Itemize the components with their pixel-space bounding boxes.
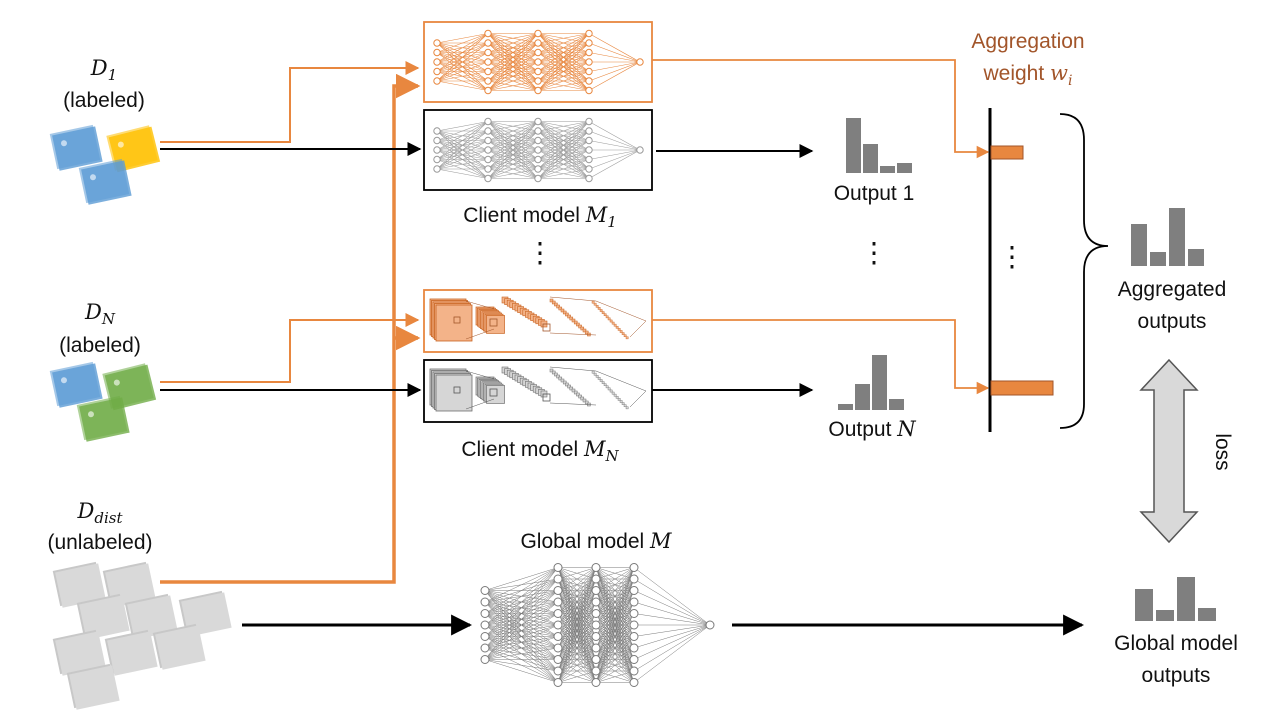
global-model-label: Global model M bbox=[520, 529, 672, 553]
aggregation-label-line1: Aggregation bbox=[971, 30, 1084, 53]
client1-mlp-icon bbox=[433, 117, 644, 183]
loss-label: loss bbox=[1211, 433, 1234, 470]
aggregation-brace bbox=[1059, 113, 1109, 429]
weight-paths bbox=[652, 59, 990, 395]
dataset-d1-images-icon bbox=[49, 124, 161, 205]
output1-label: Output 1 bbox=[834, 182, 915, 205]
dataset-ddist-images-icon bbox=[52, 561, 232, 710]
aggregated-histogram-icon bbox=[1131, 208, 1204, 266]
svg-text:Ddist: Ddist bbox=[77, 499, 124, 527]
client1-orange-mlp-icon bbox=[433, 29, 644, 95]
svg-text:DN: DN bbox=[84, 300, 116, 328]
client1-label: Client model M1 bbox=[463, 203, 617, 231]
dataset-ddist-label: Ddist (unlabeled) bbox=[47, 499, 152, 554]
outputn-label: Output N bbox=[828, 417, 916, 441]
global-outputs-label-line1: Global model bbox=[1114, 632, 1238, 655]
aggregation-label-line2: weight wi bbox=[982, 61, 1072, 89]
output1-histogram-icon bbox=[846, 118, 912, 173]
dataset-d1-label: D1 (labeled) bbox=[63, 56, 145, 112]
global-model-network-icon bbox=[480, 563, 715, 687]
outputn-histogram-icon bbox=[838, 355, 904, 410]
aggregated-label-line1: Aggregated bbox=[1118, 278, 1227, 301]
svg-text:(labeled): (labeled) bbox=[59, 334, 141, 357]
svg-text:D1: D1 bbox=[90, 56, 117, 84]
clientn-cnn-icon bbox=[429, 366, 647, 412]
clients-ellipsis: ⋮ bbox=[526, 237, 554, 268]
svg-text:(labeled): (labeled) bbox=[63, 89, 145, 112]
outputs-ellipsis: ⋮ bbox=[860, 237, 888, 268]
weights-ellipsis: ⋮ bbox=[998, 241, 1026, 272]
svg-text:(unlabeled): (unlabeled) bbox=[47, 531, 152, 554]
weight-bar-1 bbox=[990, 145, 1024, 160]
global-outputs-label-line2: outputs bbox=[1142, 664, 1211, 687]
clientn-label: Client model MN bbox=[461, 437, 619, 465]
clientn-orange-cnn-icon bbox=[429, 296, 647, 342]
dataset-dn-label: DN (labeled) bbox=[59, 300, 141, 357]
orange-input-paths bbox=[160, 61, 421, 584]
weight-bar-n bbox=[990, 380, 1054, 396]
global-outputs-histogram-icon bbox=[1135, 577, 1216, 621]
loss-double-arrow-icon bbox=[1139, 358, 1199, 544]
aggregated-label-line2: outputs bbox=[1138, 310, 1207, 333]
black-data-paths bbox=[160, 142, 1085, 636]
dataset-dn-images-icon bbox=[49, 361, 157, 442]
